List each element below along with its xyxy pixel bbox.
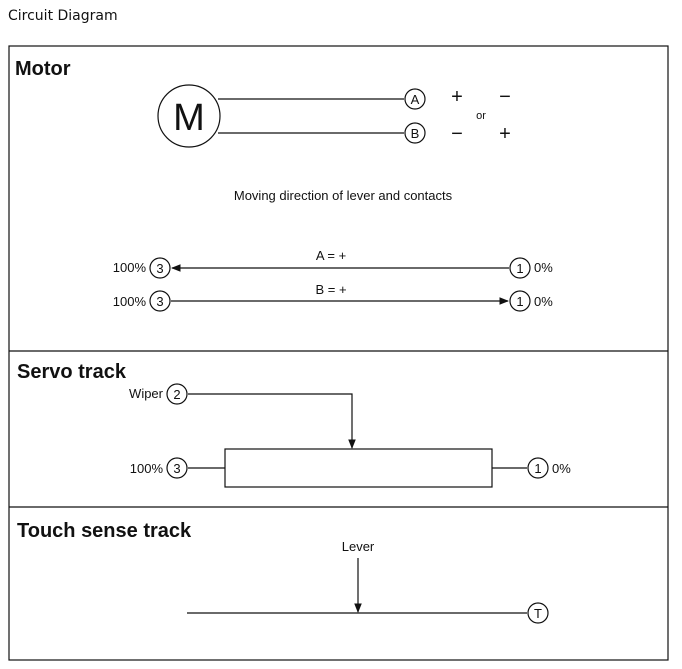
pin-3 [149, 257, 171, 279]
motor-heading: Motor [15, 58, 71, 80]
touch-heading: Touch sense track [17, 520, 192, 542]
wiper-arrow [188, 393, 356, 449]
pin-1-label: 1 [516, 261, 523, 276]
pin-1-label: 1 [534, 461, 541, 476]
pin-3 [149, 290, 171, 312]
pin-3-label: 3 [156, 294, 163, 309]
diagram-frame [8, 45, 669, 661]
pin-2-label: 2 [173, 387, 180, 402]
wiper-label: Wiper [129, 386, 164, 401]
polarity-sign: − [499, 86, 511, 108]
page-title: Circuit Diagram [8, 8, 118, 24]
pin-1 [509, 257, 531, 279]
row1-right-percent: 0% [534, 260, 553, 275]
row2-right-percent: 0% [534, 294, 553, 309]
row1-label: A = + [316, 248, 346, 263]
pin-3-label: 3 [156, 261, 163, 276]
terminal-a-label: A [411, 92, 420, 107]
row1-left-percent: 100% [113, 260, 147, 275]
terminal-a [404, 88, 426, 110]
terminal-t [527, 602, 549, 624]
pin-1-label: 1 [516, 294, 523, 309]
terminal-b-label: B [411, 126, 420, 141]
pin-3-label: 3 [173, 461, 180, 476]
servo-heading: Servo track [17, 361, 127, 383]
polarity-sign: + [451, 86, 463, 108]
or-label: or [476, 110, 486, 122]
direction-caption: Moving direction of lever and contacts [234, 188, 453, 203]
pin-1 [527, 457, 549, 479]
pin-3 [166, 457, 188, 479]
terminal-b [404, 122, 426, 144]
servo-resistor [224, 448, 493, 488]
row2-label: B = + [315, 282, 346, 297]
motor-symbol-label: M [173, 97, 205, 139]
pin-1 [509, 290, 531, 312]
motor-symbol [157, 84, 221, 148]
servo-right-percent: 0% [552, 461, 571, 476]
terminal-t-label: T [534, 606, 542, 621]
servo-left-percent: 100% [130, 461, 164, 476]
polarity-sign: − [451, 123, 463, 145]
lever-label: Lever [342, 539, 375, 554]
polarity-sign: + [499, 123, 511, 145]
row2-left-percent: 100% [113, 294, 147, 309]
pin-2 [166, 383, 188, 405]
